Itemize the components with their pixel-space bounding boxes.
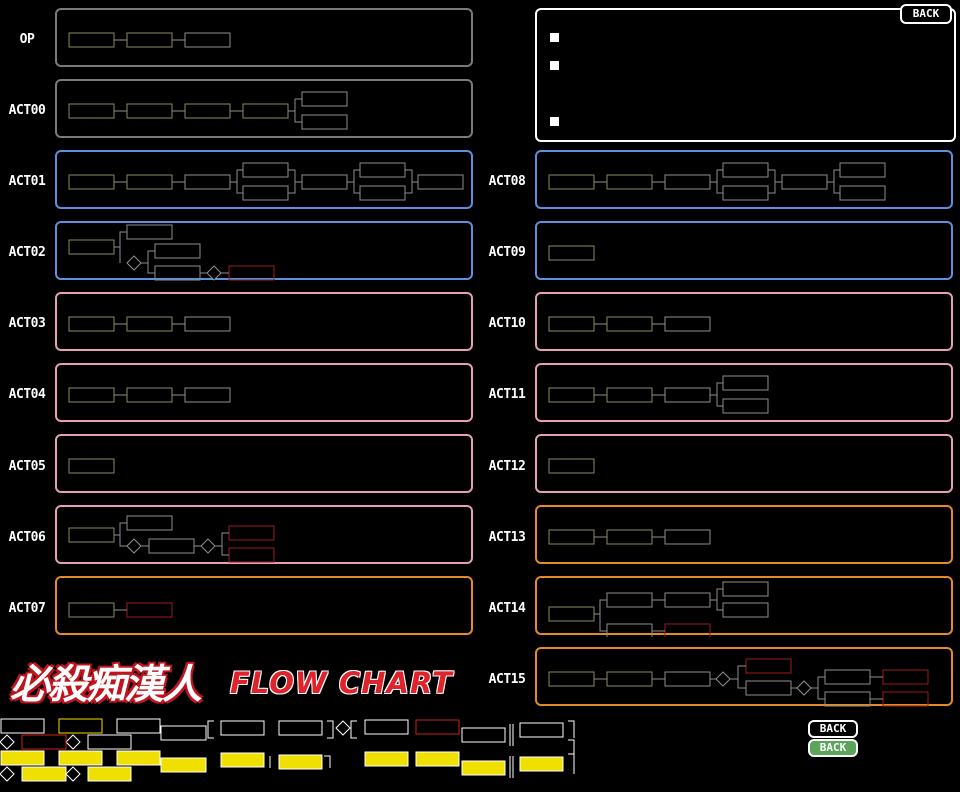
back-button[interactable]: BACK — [900, 4, 952, 24]
flow-diagram — [548, 581, 769, 637]
flow-panel-act04[interactable] — [55, 363, 473, 422]
flow-diagram — [68, 458, 115, 474]
flow-diagram — [548, 529, 711, 545]
flow-panel-act10[interactable] — [535, 292, 953, 351]
flow-diagram — [68, 32, 231, 48]
flow-diagram — [548, 458, 595, 474]
flow-diagram — [548, 316, 711, 332]
sprite-node-yellow — [364, 751, 409, 767]
flow-panel-op[interactable] — [55, 8, 473, 67]
info-bullet — [550, 61, 559, 70]
info-bullet — [550, 117, 559, 126]
sprite-node-yellow — [278, 754, 323, 770]
flow-diagram — [68, 316, 231, 332]
title-logo-en: FLOW CHART — [230, 666, 453, 700]
sprite-node-bad — [415, 719, 460, 735]
flow-diagram — [68, 91, 348, 130]
flow-panel-act14[interactable] — [535, 576, 953, 637]
sprite-node-yellow — [0, 750, 45, 766]
sprite-node — [519, 722, 564, 738]
act-label-act05: ACT05 — [8, 459, 46, 474]
sprite-node — [364, 719, 409, 735]
sprite-sheet — [0, 718, 575, 782]
flow-diagram — [548, 162, 886, 201]
act-label-act07: ACT07 — [8, 601, 46, 616]
flow-panel-act09[interactable] — [535, 221, 953, 280]
sprite-node — [220, 720, 265, 736]
back-button-normal[interactable]: BACK — [808, 720, 858, 738]
flow-diagram — [68, 515, 275, 563]
sprite-node-yellow — [21, 766, 67, 782]
flow-panel-act02[interactable] — [55, 221, 473, 281]
sprite-node-yellow — [519, 756, 564, 772]
sprite-node — [0, 718, 45, 734]
flow-panel-act08[interactable] — [535, 150, 953, 209]
act-label-act01: ACT01 — [8, 174, 46, 189]
info-bullet — [550, 33, 559, 42]
sprite-node — [116, 718, 161, 734]
act-label-act14: ACT14 — [488, 601, 526, 616]
title-logo-jp: 必殺痴漢人 — [10, 661, 202, 708]
sprite-node-yellow — [116, 750, 161, 766]
flow-panel-act00[interactable] — [55, 79, 473, 138]
flow-diagram — [68, 387, 231, 403]
sprite-connector — [207, 720, 575, 760]
flow-diagram — [68, 224, 275, 281]
flow-panel-act15[interactable] — [535, 647, 953, 707]
flow-panel-act07[interactable] — [55, 576, 473, 635]
sprite-node — [278, 720, 323, 736]
act-label-op: OP — [19, 32, 35, 47]
act-label-act06: ACT06 — [8, 530, 46, 545]
flow-panel-act05[interactable] — [55, 434, 473, 493]
act-label-act02: ACT02 — [8, 245, 46, 260]
act-label-act10: ACT10 — [488, 316, 526, 331]
act-label-act00: ACT00 — [8, 103, 46, 118]
act-label-act08: ACT08 — [488, 174, 526, 189]
sprite-node-yellow — [415, 751, 460, 767]
flow-diagram — [68, 162, 464, 201]
flow-panel-act12[interactable] — [535, 434, 953, 493]
flow-panel-act11[interactable] — [535, 363, 953, 422]
act-label-act04: ACT04 — [8, 387, 46, 402]
sprite-node-yellow — [461, 760, 506, 776]
act-label-act13: ACT13 — [488, 530, 526, 545]
back-button-hover[interactable]: BACK — [808, 739, 858, 757]
sprite-node-yellow — [220, 752, 265, 768]
sprite-node-bad — [21, 734, 67, 750]
act-label-act12: ACT12 — [488, 459, 526, 474]
flow-panel-act03[interactable] — [55, 292, 473, 351]
sprite-diamond — [0, 720, 351, 782]
sprite-node-yellow — [58, 750, 103, 766]
flow-panel-act06[interactable] — [55, 505, 473, 564]
flow-diagram — [68, 602, 173, 618]
flow-diagram — [548, 245, 595, 261]
act-label-act11: ACT11 — [488, 387, 526, 402]
info-panel — [535, 8, 956, 142]
sprite-node — [160, 725, 207, 741]
flow-panel-act01[interactable] — [55, 150, 473, 209]
flow-diagram — [548, 375, 769, 414]
act-label-act09: ACT09 — [488, 245, 526, 260]
act-label-act15: ACT15 — [488, 672, 526, 687]
sprite-node — [87, 734, 132, 750]
sprite-node-yellow — [160, 757, 207, 773]
flow-diagram — [548, 658, 929, 707]
sprite-node-yellow — [87, 766, 132, 782]
act-label-act03: ACT03 — [8, 316, 46, 331]
flow-panel-act13[interactable] — [535, 505, 953, 564]
sprite-node — [461, 727, 506, 743]
sprite-node-highlight — [58, 718, 103, 734]
